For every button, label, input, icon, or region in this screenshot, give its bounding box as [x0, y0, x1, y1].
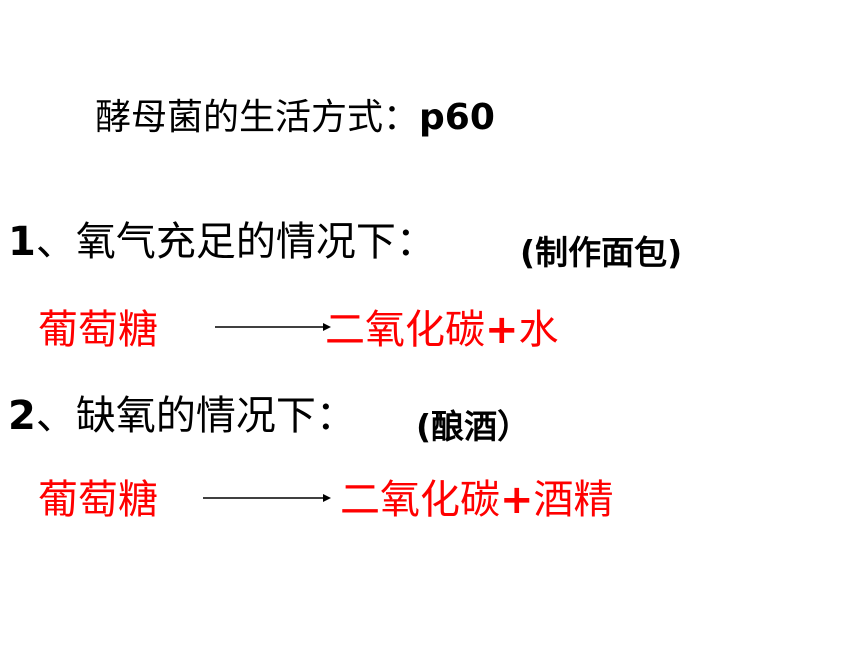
- section2-product-b: 酒精: [533, 477, 614, 523]
- section1-number: 1: [8, 219, 36, 265]
- section2-reactant: 葡萄糖: [38, 477, 158, 523]
- section2-reaction-arrow: [203, 494, 331, 502]
- section1-product-b: 水: [518, 307, 559, 353]
- title-text: 酵母菌的生活方式：: [95, 97, 420, 138]
- section1-reactant: 葡萄糖: [38, 307, 158, 353]
- section1-note: (制作面包): [520, 233, 683, 272]
- section1-product-a: 二氧化碳: [325, 307, 485, 353]
- section2-products: 二氧化碳+酒精: [340, 480, 614, 520]
- section2-heading: 2、缺氧的情况下：: [8, 396, 356, 436]
- section2-heading-text: 、缺氧的情况下：: [35, 393, 356, 439]
- section1-heading: 1、氧气充足的情况下：: [8, 222, 436, 262]
- section1-plus: +: [485, 307, 519, 353]
- section1-heading-text: 、氧气充足的情况下：: [35, 219, 436, 265]
- section1-products: 二氧化碳+水: [325, 310, 559, 350]
- section1-reaction-arrow: [215, 323, 331, 331]
- title-page-ref: p60: [419, 97, 495, 138]
- section2-number: 2: [8, 393, 36, 439]
- slide-title: 酵母菌的生活方式：p60: [95, 100, 495, 136]
- section2-product-a: 二氧化碳: [340, 477, 500, 523]
- section2-plus: +: [500, 477, 534, 523]
- section2-note: (酿酒）: [416, 407, 531, 446]
